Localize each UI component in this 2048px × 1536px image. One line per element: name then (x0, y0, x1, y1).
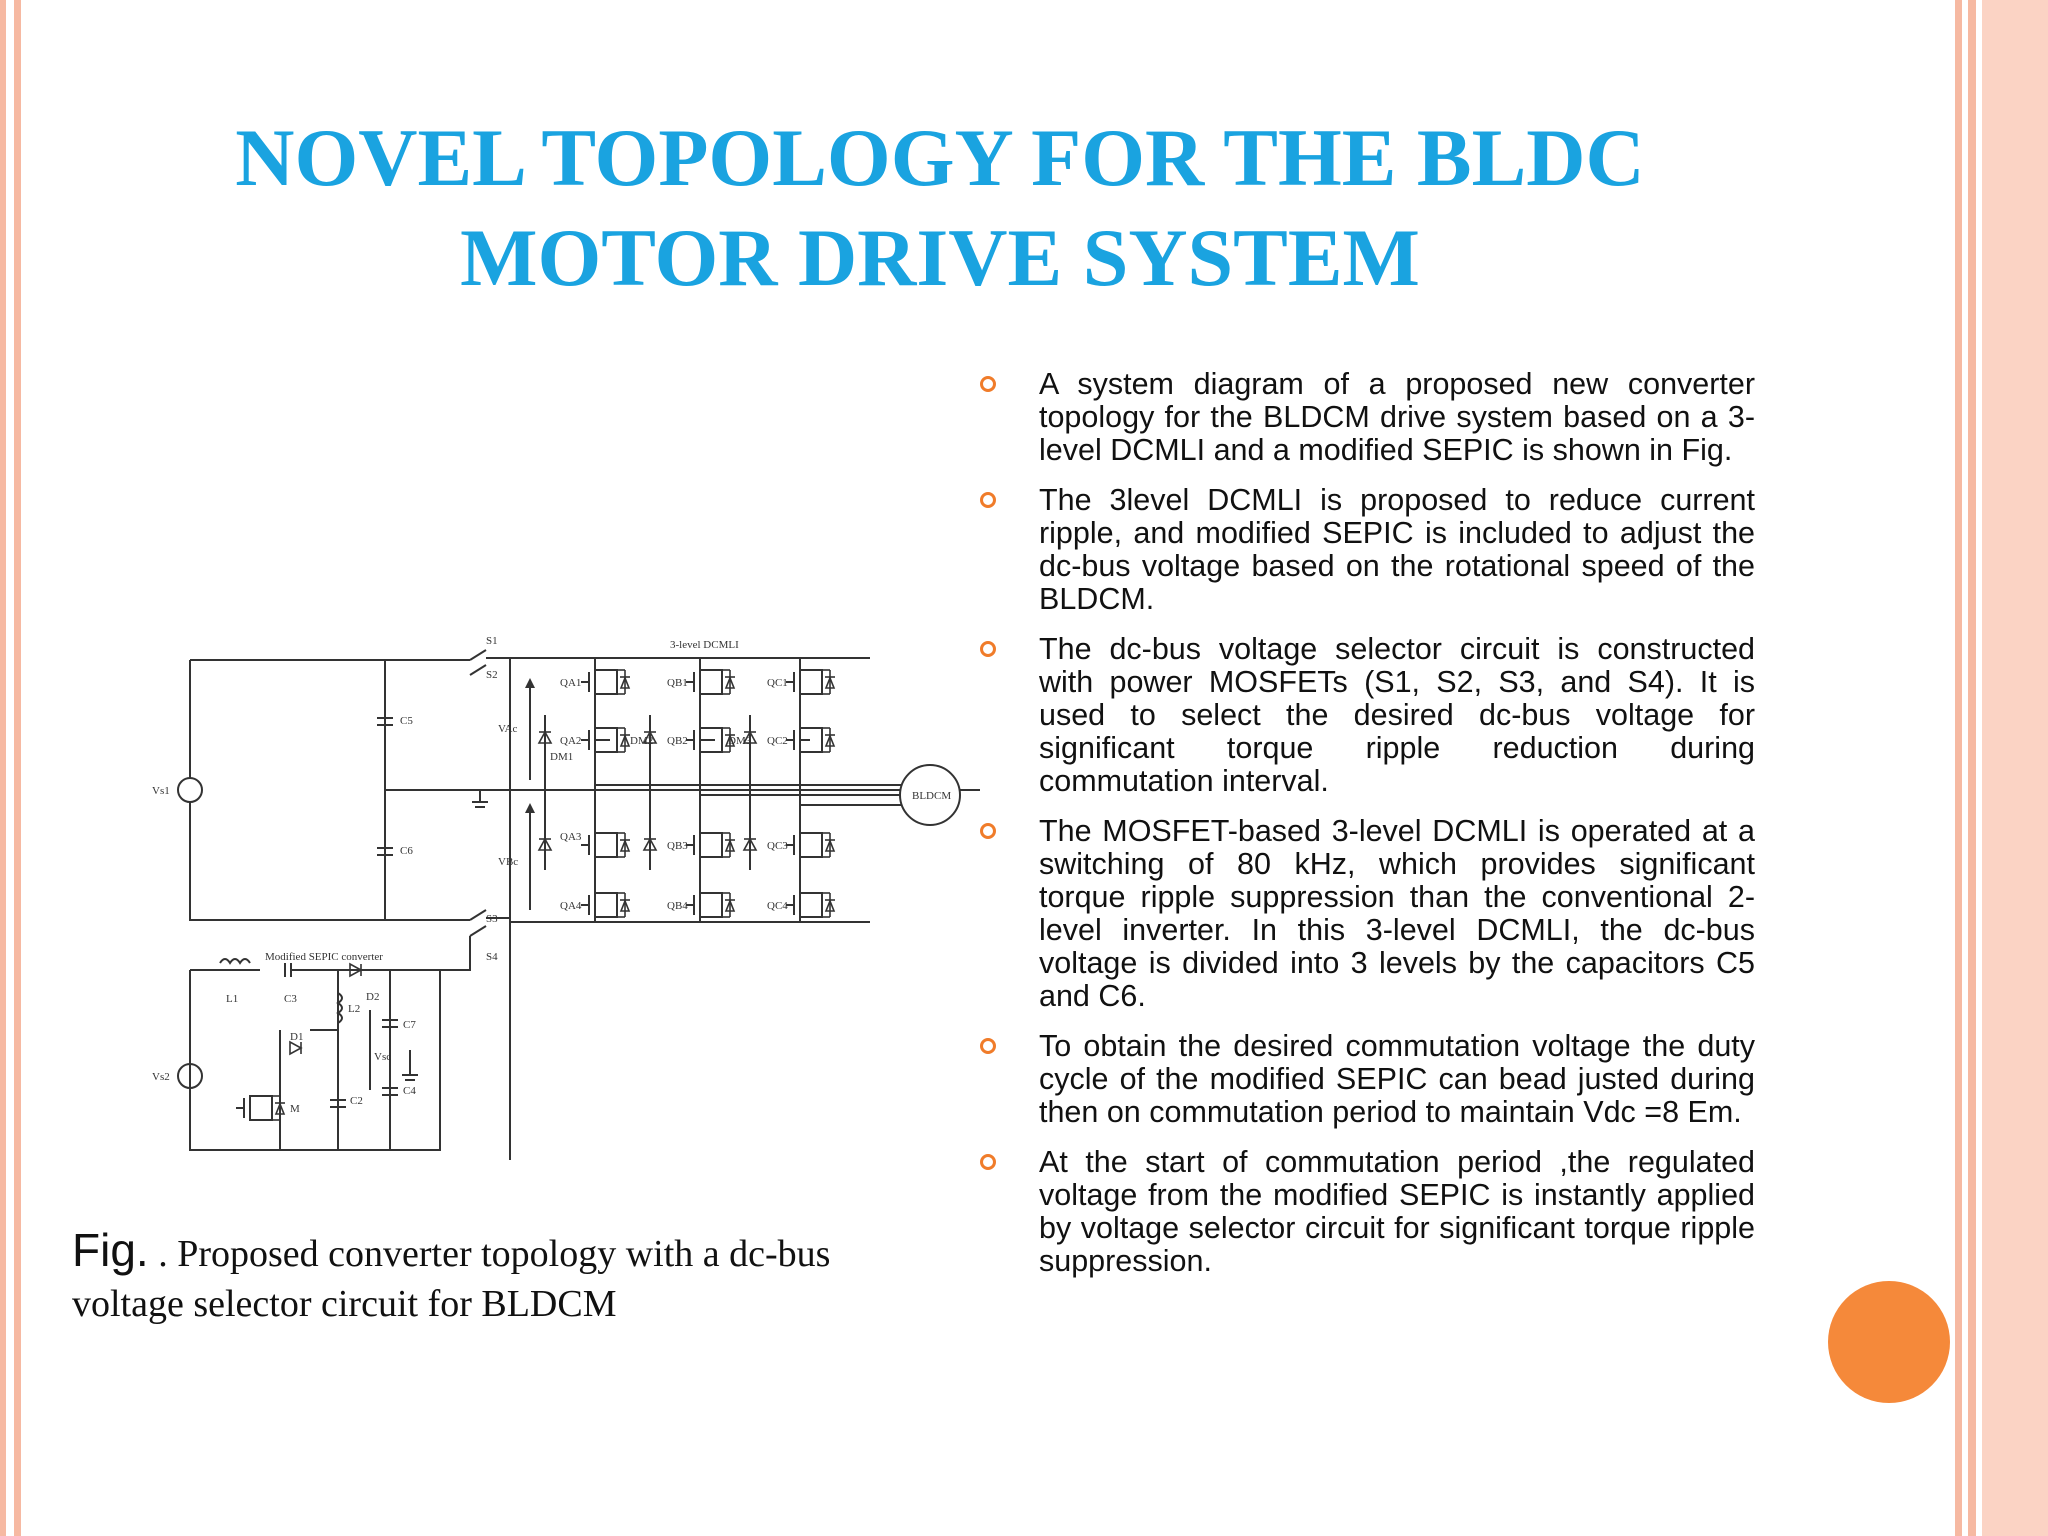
source-1-label: Vs1 (152, 785, 170, 797)
s1-label: S1 (486, 635, 498, 647)
d1-label: D1 (290, 1031, 303, 1043)
bullet-item: A system diagram of a proposed new conve… (980, 368, 1755, 467)
bullet-ring-icon (980, 641, 996, 657)
sepic-label: Modified SEPIC converter (265, 951, 383, 963)
bullet-ring-icon (980, 376, 996, 392)
slide-title: NOVEL TOPOLOGY FOR THE BLDC MOTOR DRIVE … (140, 108, 1740, 308)
qb4-label: QB4 (667, 900, 688, 912)
bullet-ring-icon (980, 1038, 996, 1054)
c4-label: C4 (403, 1085, 416, 1097)
bullet-item: The MOSFET-based 3-level DCMLI is operat… (980, 815, 1755, 1013)
right-stripe-2 (1968, 0, 1976, 1536)
qc4-label: QC4 (767, 900, 788, 912)
figure-label: Fig. (72, 1224, 149, 1276)
bullet-text: The 3level DCMLI is proposed to reduce c… (1039, 483, 1755, 616)
bullet-item: The dc-bus voltage selector circuit is c… (980, 633, 1755, 798)
bullet-item: To obtain the desired commutation voltag… (980, 1030, 1755, 1129)
dcmli-label: 3-level DCMLI (670, 639, 739, 651)
qc3-label: QC3 (767, 840, 788, 852)
bullet-text: The dc-bus voltage selector circuit is c… (1039, 632, 1755, 798)
source-2-label: Vs2 (152, 1071, 170, 1083)
dm2-label: DM2 (630, 735, 653, 747)
c5-label: C5 (400, 715, 413, 727)
qa3-label: QA3 (560, 831, 582, 843)
bullet-text: To obtain the desired commutation voltag… (1039, 1029, 1755, 1129)
l2-label: L2 (348, 1003, 360, 1015)
qb2-label: QB2 (667, 735, 688, 747)
c6-label: C6 (400, 845, 413, 857)
l1-label: L1 (226, 993, 238, 1005)
qb1-label: QB1 (667, 677, 688, 689)
figure-caption-text: . Proposed converter topology with a dc-… (72, 1233, 831, 1325)
dm3-label: DM3 (728, 735, 752, 747)
qa4-label: QA4 (560, 900, 582, 912)
bullet-text: A system diagram of a proposed new conve… (1039, 367, 1755, 467)
bullet-ring-icon (980, 1154, 996, 1170)
qa2-label: QA2 (560, 735, 581, 747)
qa1-label: QA1 (560, 677, 581, 689)
s3-label: S3 (486, 913, 498, 925)
vac-label: VAc (498, 723, 517, 735)
c7-label: C7 (403, 1019, 416, 1031)
s2-label: S2 (486, 669, 498, 681)
motor-label: BLDCM (912, 790, 951, 802)
bullet-text: At the start of commutation period ,the … (1039, 1145, 1755, 1278)
vbc-label: VBc (498, 856, 518, 868)
dm1-label: DM1 (550, 751, 573, 763)
qc2-label: QC2 (767, 735, 788, 747)
s4-label: S4 (486, 951, 498, 963)
left-stripe-outer (0, 0, 6, 1536)
vsc-label: Vsc (374, 1051, 391, 1063)
qc1-label: QC1 (767, 677, 788, 689)
m-label: M (290, 1103, 300, 1115)
right-stripe-3 (1982, 0, 2048, 1536)
bullet-ring-icon (980, 492, 996, 508)
qb3-label: QB3 (667, 840, 688, 852)
d2-label: D2 (366, 991, 379, 1003)
left-stripe-inner (14, 0, 21, 1536)
c2-label: C2 (350, 1095, 363, 1107)
c3-label: C3 (284, 993, 297, 1005)
title-line-1: NOVEL TOPOLOGY FOR THE BLDC (235, 112, 1645, 203)
bullet-text: The MOSFET-based 3-level DCMLI is operat… (1039, 814, 1755, 1013)
figure-caption: Fig. . Proposed converter topology with … (72, 1225, 892, 1329)
title-line-2: MOTOR DRIVE SYSTEM (460, 212, 1420, 303)
circuit-diagram: 3-level DCMLI Modified SEPIC converter B… (152, 635, 980, 1160)
bullet-item: At the start of commutation period ,the … (980, 1146, 1755, 1278)
bullet-ring-icon (980, 823, 996, 839)
right-stripe-1 (1955, 0, 1962, 1536)
bullet-item: The 3level DCMLI is proposed to reduce c… (980, 484, 1755, 616)
bullet-list: A system diagram of a proposed new conve… (980, 368, 1755, 1295)
orange-circle-decoration (1828, 1281, 1950, 1403)
